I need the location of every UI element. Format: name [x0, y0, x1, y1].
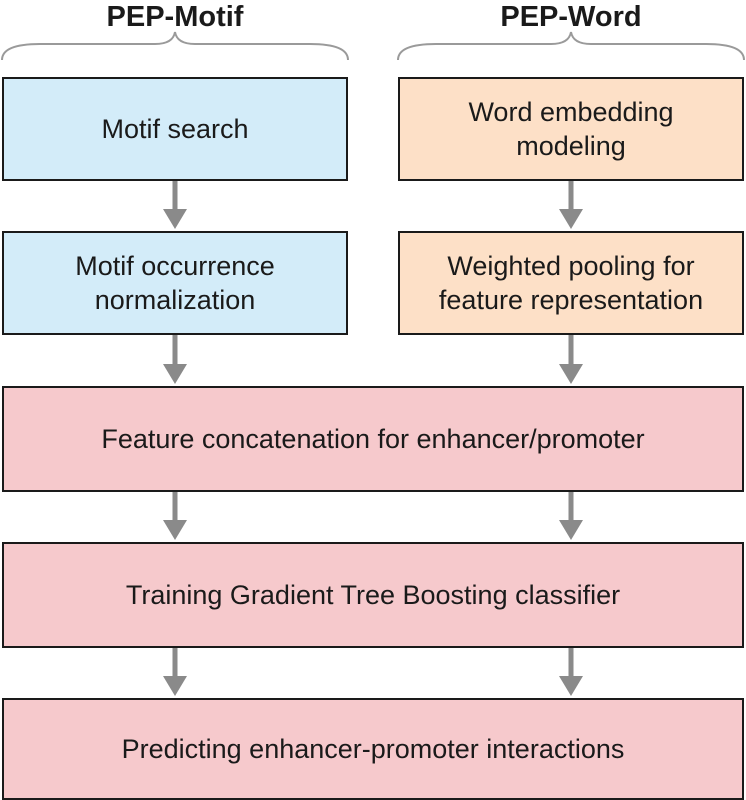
predicting-box: Predicting enhancer-promoter interaction…	[2, 698, 744, 800]
arrow-embedding-to-pooling	[559, 181, 583, 229]
pep-word-title: PEP-Word	[500, 1, 642, 33]
right-brace	[397, 31, 745, 61]
word-embedding-box: Word embedding modeling	[398, 77, 744, 181]
training-label: Training Gradient Tree Boosting classifi…	[125, 580, 621, 610]
motif-normalization-line-1: Motif occurrence	[75, 251, 275, 281]
word-embedding-line-1: Word embedding	[468, 97, 674, 127]
arrow-group	[163, 181, 583, 696]
arrow-normalization-to-concatenation	[163, 335, 187, 384]
arrow-training-to-predicting-left	[163, 648, 187, 696]
training-box: Training Gradient Tree Boosting classifi…	[2, 542, 744, 648]
word-embedding-line-2: modeling	[516, 131, 626, 161]
motif-search-box: Motif search	[2, 77, 348, 181]
motif-search-label: Motif search	[101, 114, 249, 144]
weighted-pooling-box: Weighted pooling for feature representat…	[398, 231, 744, 335]
feature-concatenation-label: Feature concatenation for enhancer/promo…	[101, 424, 645, 454]
left-brace	[1, 31, 349, 61]
arrow-pooling-to-concatenation	[559, 335, 583, 384]
predicting-label: Predicting enhancer-promoter interaction…	[121, 734, 625, 764]
feature-concatenation-box: Feature concatenation for enhancer/promo…	[2, 386, 744, 492]
weighted-pooling-line-2: feature representation	[438, 285, 704, 315]
arrow-concatenation-to-training-left	[163, 492, 187, 540]
arrow-concatenation-to-training-right	[559, 492, 583, 540]
motif-normalization-box: Motif occurrence normalization	[2, 231, 348, 335]
arrow-motif-search-to-normalization	[163, 181, 187, 229]
arrow-training-to-predicting-right	[559, 648, 583, 696]
motif-normalization-line-2: normalization	[94, 285, 256, 315]
weighted-pooling-line-1: Weighted pooling for	[447, 251, 695, 281]
pep-motif-title: PEP-Motif	[106, 1, 244, 33]
